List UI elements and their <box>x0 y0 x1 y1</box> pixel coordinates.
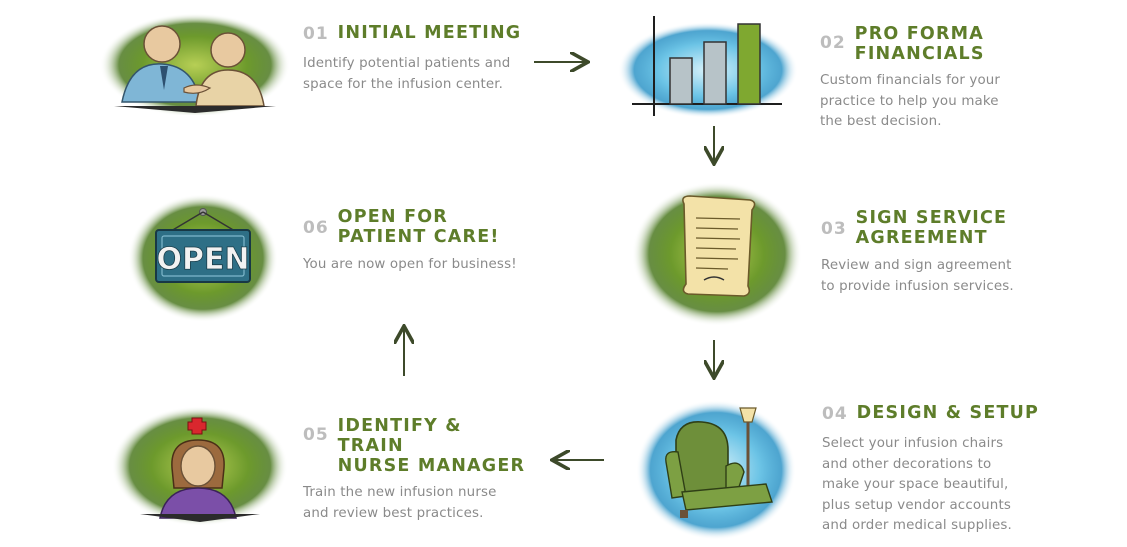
step-number: 04 <box>822 404 848 424</box>
step-description: Select your infusion chairs and other de… <box>822 436 1012 533</box>
step-description: Custom financials for your practice to h… <box>820 73 1001 129</box>
step-number: 06 <box>303 218 329 238</box>
arrow-down-2 <box>703 340 725 382</box>
arrow-left <box>548 450 604 470</box>
step-04: 04 DESIGN & SETUP Select your infusion ch… <box>822 403 1052 537</box>
step-description: Review and sign agreement to provide inf… <box>821 258 1014 294</box>
step-number: 03 <box>821 219 847 239</box>
step-title: PRO FORMA FINANCIALS <box>854 24 985 64</box>
step-01: 01 INITIAL MEETING Identify potential pat… <box>303 23 528 95</box>
step-title: IDENTIFY & TRAIN NURSE MANAGER <box>337 416 526 476</box>
arrow-down-1 <box>703 126 725 168</box>
step-06: 06 OPEN FOR PATIENT CARE! You are now ope… <box>303 207 533 276</box>
arrow-right <box>534 52 592 72</box>
recliner-chair-icon <box>636 400 796 540</box>
step-title: SIGN SERVICE AGREEMENT <box>855 208 1008 248</box>
handshake-icon <box>100 13 290 115</box>
nurse-icon <box>112 406 288 526</box>
open-sign-icon: OPEN <box>128 194 278 322</box>
step-description: You are now open for business! <box>303 257 517 272</box>
step-03: 03 SIGN SERVICE AGREEMENT Review and sign… <box>821 208 1041 297</box>
bar-chart-icon <box>618 16 798 118</box>
step-number: 01 <box>303 24 329 44</box>
step-description: Train the new infusion nurse and review … <box>303 485 497 521</box>
step-05: 05 IDENTIFY & TRAIN NURSE MANAGER Train t… <box>303 416 533 524</box>
arrow-up <box>393 322 415 376</box>
step-title: INITIAL MEETING <box>337 23 522 43</box>
scroll-icon <box>632 182 802 326</box>
step-description: Identify potential patients and space fo… <box>303 56 511 92</box>
open-sign-text: OPEN <box>156 242 249 277</box>
step-title: OPEN FOR PATIENT CARE! <box>337 207 500 247</box>
step-title: DESIGN & SETUP <box>856 403 1040 423</box>
step-number: 05 <box>303 425 329 445</box>
step-number: 02 <box>820 33 846 53</box>
step-02: 02 PRO FORMA FINANCIALS Custom financials… <box>820 24 1040 133</box>
